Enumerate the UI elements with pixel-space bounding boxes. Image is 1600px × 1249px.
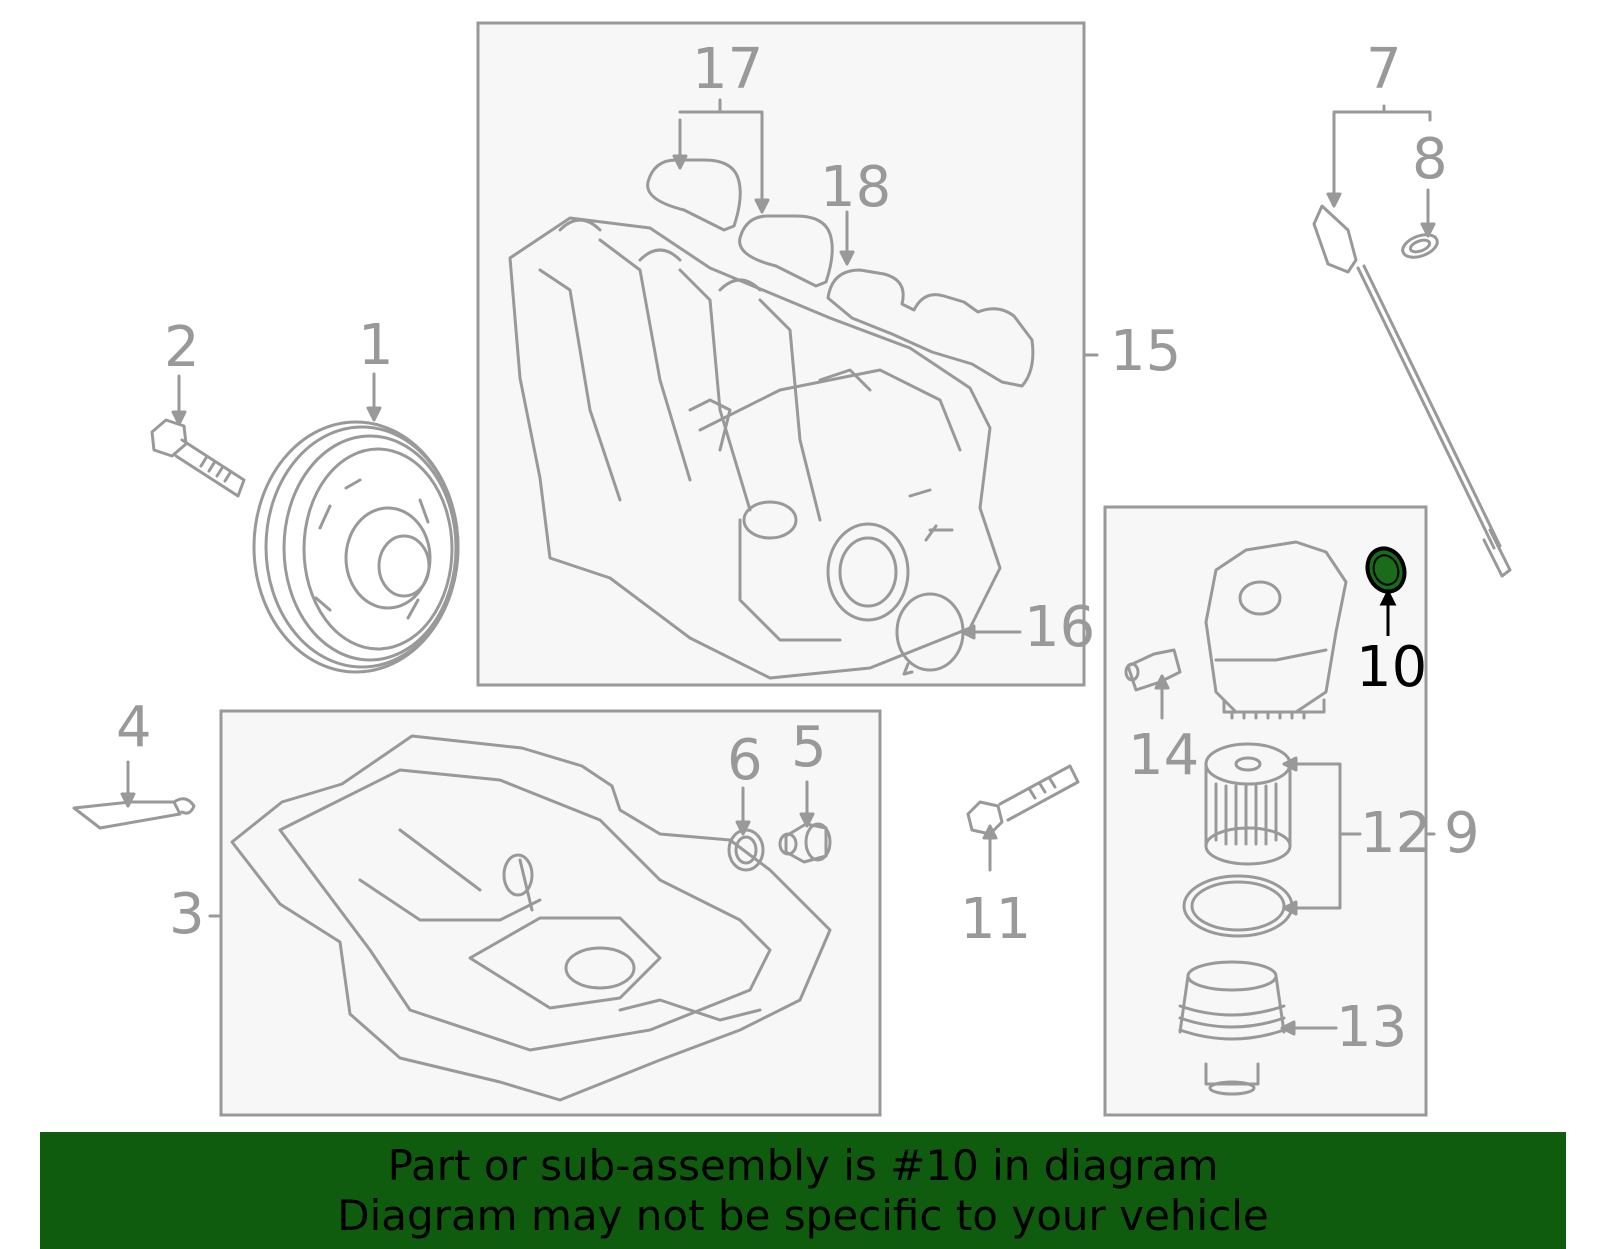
intake-manifold [508, 216, 1002, 680]
crankshaft-pulley [252, 420, 460, 674]
oil-filter-housing [1204, 540, 1348, 720]
callout-10: 10 [1356, 635, 1428, 700]
intake-manifold-panel [476, 21, 1086, 687]
callout-2: 2 [164, 315, 200, 380]
callout-14: 14 [1128, 723, 1200, 788]
intake-gasket-set [646, 158, 834, 288]
info-banner: Part or sub-assembly is #10 in diagram D… [40, 1132, 1566, 1249]
drain-plug [778, 822, 832, 864]
banner-line-2: Diagram may not be specific to your vehi… [337, 1190, 1269, 1240]
callout-11: 11 [960, 887, 1032, 952]
callout-5: 5 [791, 715, 827, 780]
callout-10-arrow [1379, 588, 1397, 636]
dipstick-o-ring [1401, 233, 1439, 259]
oil-filter-cap [1178, 960, 1286, 1096]
oil-pan-panel [219, 709, 882, 1117]
callout-17: 17 [692, 37, 764, 102]
oil-filter-housing-seal [1365, 546, 1407, 594]
callout-13: 13 [1336, 995, 1408, 1060]
manifold-gasket [826, 268, 1035, 388]
callout-3: 3 [169, 882, 205, 947]
oil-pressure-switch [1124, 648, 1182, 692]
callout-4: 4 [116, 695, 152, 760]
housing-bolt [966, 764, 1080, 836]
callout-16: 16 [1024, 595, 1096, 660]
leader-lines [126, 98, 1436, 1030]
callout-7: 7 [1366, 37, 1402, 102]
arrow-heads [120, 154, 1436, 1036]
callout-8: 8 [1412, 127, 1448, 192]
callout-18: 18 [820, 155, 892, 220]
oil-pan [230, 734, 832, 1102]
pulley-bolt [150, 418, 246, 498]
callout-6: 6 [727, 728, 763, 793]
callout-15: 15 [1110, 319, 1182, 384]
oil-dipstick [1312, 204, 1512, 578]
callout-9: 9 [1444, 801, 1480, 866]
banner-line-1: Part or sub-assembly is #10 in diagram [387, 1140, 1219, 1190]
callout-12: 12 [1360, 801, 1432, 866]
sealant-tube [72, 797, 196, 830]
callout-1: 1 [358, 313, 394, 378]
